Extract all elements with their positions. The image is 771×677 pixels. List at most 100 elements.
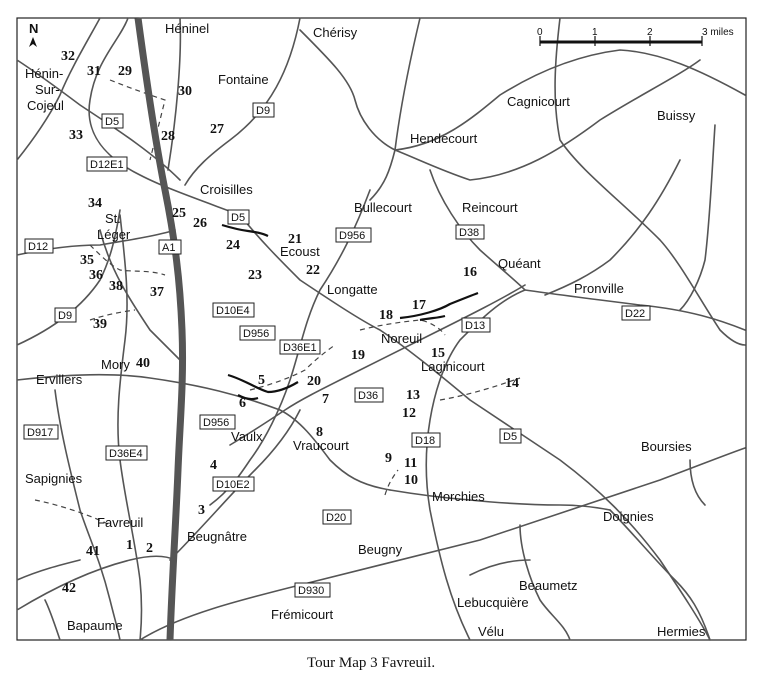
place-label: St. xyxy=(105,211,121,226)
stop-number: 8 xyxy=(316,425,323,440)
svg-text:D22: D22 xyxy=(625,308,645,320)
stop-number: 15 xyxy=(431,346,445,361)
stop-number: 14 xyxy=(505,376,519,391)
trench-line xyxy=(227,373,299,394)
place-label: Lebucquière xyxy=(457,595,529,610)
svg-text:D956: D956 xyxy=(243,328,269,340)
road xyxy=(16,17,101,161)
place-label: Vaulx xyxy=(231,429,263,444)
map-caption: Tour Map 3 Favreuil. xyxy=(307,655,435,671)
svg-text:D12: D12 xyxy=(28,241,48,253)
place-labels: Héninel Chérisy Hénin- Sur- Cojeul Fonta… xyxy=(25,21,706,639)
stop-number: 40 xyxy=(136,356,150,371)
stop-number: 34 xyxy=(88,196,102,211)
north-arrow-icon xyxy=(29,37,37,47)
place-label: Buissy xyxy=(657,108,696,123)
road-badge: D956 xyxy=(239,325,276,341)
north-arrow: N xyxy=(29,21,38,47)
road xyxy=(16,59,181,181)
place-label: Pronville xyxy=(574,281,624,296)
track xyxy=(89,309,136,321)
stop-number: 21 xyxy=(288,232,302,247)
road xyxy=(544,159,681,296)
trench-line xyxy=(237,394,259,401)
road-badge: D36 xyxy=(354,387,384,403)
place-label: Fontaine xyxy=(218,72,269,87)
road xyxy=(389,489,611,511)
stop-number: 24 xyxy=(226,238,240,253)
road-badge: D10E2 xyxy=(212,476,255,492)
road xyxy=(167,17,182,171)
stop-number: 12 xyxy=(402,406,416,421)
svg-text:D12E1: D12E1 xyxy=(90,159,124,171)
road-badge: D9 xyxy=(252,102,275,118)
place-label: Sapignies xyxy=(25,471,83,486)
stop-number: 25 xyxy=(172,206,186,221)
place-label: Vélu xyxy=(478,624,504,639)
road-badge: D20 xyxy=(322,509,352,525)
place-label: Héninel xyxy=(165,21,209,36)
svg-text:D917: D917 xyxy=(27,427,53,439)
svg-text:D10E2: D10E2 xyxy=(216,479,250,491)
place-label: Longatte xyxy=(327,282,378,297)
road xyxy=(394,49,746,151)
svg-text:D9: D9 xyxy=(256,105,270,117)
svg-text:D18: D18 xyxy=(415,435,435,447)
north-label: N xyxy=(29,21,38,36)
map-frame xyxy=(16,17,747,641)
scale-bar: 0 1 2 3 miles xyxy=(537,27,734,46)
place-label: Bullecourt xyxy=(354,200,412,215)
place-label: Chérisy xyxy=(313,25,358,40)
road xyxy=(44,599,61,641)
stop-number: 11 xyxy=(404,456,417,471)
track xyxy=(89,244,166,276)
stop-number: 6 xyxy=(239,396,246,411)
place-label: Ervillers xyxy=(36,372,83,387)
road xyxy=(16,559,81,581)
place-label: Hermies xyxy=(657,624,706,639)
track xyxy=(359,319,446,336)
svg-text:D5: D5 xyxy=(231,212,245,224)
road xyxy=(679,124,716,311)
road-badge: D917 xyxy=(23,424,59,440)
road xyxy=(139,447,746,641)
road xyxy=(16,209,121,346)
road-badge: D10E4 xyxy=(212,302,255,318)
stop-number: 18 xyxy=(379,308,393,323)
place-label: Cagnicourt xyxy=(507,94,570,109)
stop-number: 7 xyxy=(322,392,329,407)
stop-number: 33 xyxy=(69,128,83,143)
track xyxy=(439,377,521,401)
stop-number: 39 xyxy=(93,317,107,332)
place-label: Léger xyxy=(97,227,131,242)
stop-number: 1 xyxy=(126,538,133,553)
svg-text:D10E4: D10E4 xyxy=(216,305,250,317)
svg-text:D956: D956 xyxy=(203,417,229,429)
stop-number: 17 xyxy=(412,298,426,313)
stop-number: 42 xyxy=(62,581,76,596)
place-label: Beugnâtre xyxy=(187,529,247,544)
place-label: Boursies xyxy=(641,439,692,454)
stop-number: 41 xyxy=(86,544,100,559)
road xyxy=(184,17,301,186)
road xyxy=(429,169,746,331)
svg-text:D9: D9 xyxy=(58,310,72,322)
place-label: Ecoust xyxy=(280,244,320,259)
place-label: Hénin- xyxy=(25,66,63,81)
stop-number: 2 xyxy=(146,541,153,556)
stop-number: 16 xyxy=(463,265,477,280)
road-badge: D12 xyxy=(24,238,54,254)
stop-number: 23 xyxy=(248,268,262,283)
place-label: Beugny xyxy=(358,542,403,557)
track-network xyxy=(34,79,521,526)
place-label: Hendecourt xyxy=(410,131,478,146)
svg-text:D36: D36 xyxy=(358,390,378,402)
road xyxy=(519,524,571,641)
place-label: Bapaume xyxy=(67,618,123,633)
road-badge: D13 xyxy=(461,317,491,333)
road xyxy=(425,289,526,641)
stop-number: 28 xyxy=(161,129,175,144)
trench-line xyxy=(399,291,479,320)
svg-text:D956: D956 xyxy=(339,230,365,242)
place-label: Reincourt xyxy=(462,200,518,215)
